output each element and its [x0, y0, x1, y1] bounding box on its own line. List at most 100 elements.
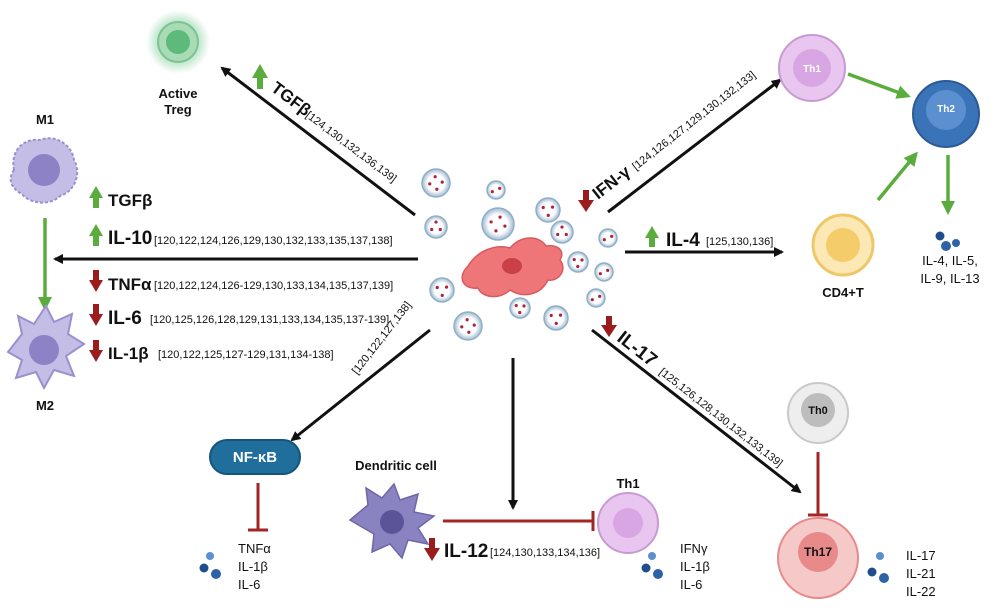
nfkb-cytokine-dots — [199, 552, 221, 579]
th1-top-label: Th1 — [803, 64, 821, 75]
vesicle-cargo-dot — [550, 205, 555, 209]
vesicle-cargo-dot — [440, 293, 444, 297]
il12-refs: [124,130,133,134,136] — [490, 547, 600, 559]
nfkb-label: NF-κB — [233, 449, 277, 466]
exosome-vesicle — [594, 262, 614, 282]
exosome-vesicle — [567, 251, 589, 273]
vesicle-cargo-dot — [576, 264, 580, 269]
vesicle-cargo-dot — [440, 180, 444, 184]
th17-output-1: IL-17 — [906, 548, 936, 563]
th1-bottom-label: Th1 — [616, 476, 639, 491]
mac-tnfa-label: TNFα — [108, 275, 152, 294]
mac-il1b-label: IL-1β — [108, 344, 149, 363]
exosome-vesicle — [453, 311, 483, 341]
exosome-vesicle — [424, 215, 448, 239]
vesicle-cargo-dot — [518, 310, 522, 315]
vesicle-cargo-dot — [549, 313, 553, 318]
vesicle-cargo-dot — [489, 220, 493, 224]
dendritic-label: Dendritic cell — [355, 458, 437, 473]
vesicle-cargo-dot — [598, 272, 602, 276]
th2-cytokine-dots — [935, 231, 960, 251]
il12-label: IL-12 — [444, 541, 488, 562]
th2-output-2: IL-9, IL-13 — [920, 271, 979, 286]
mac-il6-label: IL-6 — [108, 308, 142, 329]
inhibition-lines — [248, 452, 828, 532]
exosome-vesicle — [598, 228, 618, 248]
mac-il6-refs: [120,125,126,128,129,131,133,134,135,137… — [150, 314, 389, 326]
vesicle-cargo-dot — [541, 205, 545, 210]
active-treg-label-1: Active — [158, 86, 197, 101]
th1-bottom-cell — [597, 492, 659, 554]
down-arrow-icon — [89, 340, 103, 362]
vesicle-cargo-dot — [430, 227, 434, 232]
nfkb-box — [209, 439, 301, 475]
il12-down-icon — [424, 538, 440, 561]
mac-il10-refs: [120,122,124,126,129,130,132,133,135,137… — [154, 235, 393, 247]
il4-up-icon — [645, 226, 659, 247]
arrow-to-treg — [220, 66, 416, 217]
vesicle-cargo-dot — [514, 303, 518, 308]
il17-down-icon — [601, 316, 617, 337]
th1-top-cell — [778, 34, 846, 102]
exosome-vesicle — [550, 220, 574, 244]
central-arrows — [53, 66, 802, 510]
exosome-vesicles — [421, 168, 618, 341]
mac-il1b-refs: [120,122,125,127-129,131,134-138] — [158, 349, 334, 361]
th0-label: Th0 — [808, 405, 828, 417]
vesicle-cargo-dot — [498, 215, 502, 219]
vesicle-cargo-dot — [444, 285, 449, 289]
vesicle-cargo-dot — [560, 225, 564, 229]
nfkb-output-3: IL-6 — [238, 577, 260, 592]
vesicle-cargo-dot — [460, 325, 464, 329]
th2-output-1: IL-4, IL-5, — [922, 253, 978, 268]
vesicle-cargo-dot — [498, 186, 502, 190]
exosome-vesicle — [509, 297, 531, 319]
tgfb-treg-up-icon — [252, 64, 268, 89]
exosome-vesicle — [586, 288, 606, 308]
th17-cytokine-dots — [867, 552, 889, 583]
vesicle-cargo-dot — [556, 232, 560, 237]
active-treg-cell — [146, 10, 210, 74]
th17-label: Th17 — [804, 545, 832, 559]
vesicle-cargo-dot — [433, 175, 437, 179]
vesicle-cargo-dot — [602, 238, 606, 242]
nfkb-output-2: IL-1β — [238, 559, 268, 574]
vesicle-cargo-dot — [435, 285, 439, 290]
cd4-label: CD4+T — [822, 285, 864, 300]
th17-output-2: IL-21 — [906, 566, 936, 581]
il17-group: IL-17 [125,126,128,130,132,133,139] — [613, 327, 785, 469]
down-arrow-icon — [89, 304, 103, 326]
arrow-to-th17 — [591, 328, 802, 494]
dendritic-cell — [348, 482, 436, 560]
vesicle-cargo-dot — [564, 232, 568, 237]
arrow-to-th1-top — [607, 78, 782, 214]
nfkb-output-1: TNFα — [238, 541, 271, 556]
vesicle-cargo-dot — [610, 234, 614, 238]
th1-cytokine-dots — [641, 552, 663, 579]
il4-refs: [125,130,136] — [706, 236, 773, 248]
th0-cell — [787, 382, 849, 444]
cd4-t-cell — [811, 213, 875, 277]
nfkb-refs-group: [120,122,127,138] — [350, 300, 414, 377]
th1-output-2: IL-1β — [680, 559, 710, 574]
exosome-vesicle — [481, 207, 515, 241]
vesicle-cargo-dot — [490, 190, 494, 194]
vesicle-cargo-dot — [558, 313, 563, 317]
arrow-th1-to-th2 — [847, 72, 911, 99]
exosome-vesicle — [535, 197, 561, 223]
vesicle-cargo-dot — [503, 224, 507, 228]
m2-macrophage — [6, 304, 86, 391]
exosome-vesicle — [486, 180, 506, 200]
vesicle-cargo-dot — [438, 227, 442, 232]
up-arrow-icon — [89, 224, 103, 246]
th1-output-1: IFNγ — [680, 541, 708, 556]
vesicle-cargo-dot — [598, 294, 602, 298]
m2-label: M2 — [36, 398, 54, 413]
th2-label: Th2 — [937, 104, 955, 115]
th17-output-3: IL-22 — [906, 584, 936, 599]
tgfb-treg-group: TGFβ [124,130,132,136,139] — [268, 78, 399, 185]
th17-cell — [777, 517, 859, 599]
up-arrow-icon — [89, 186, 103, 208]
